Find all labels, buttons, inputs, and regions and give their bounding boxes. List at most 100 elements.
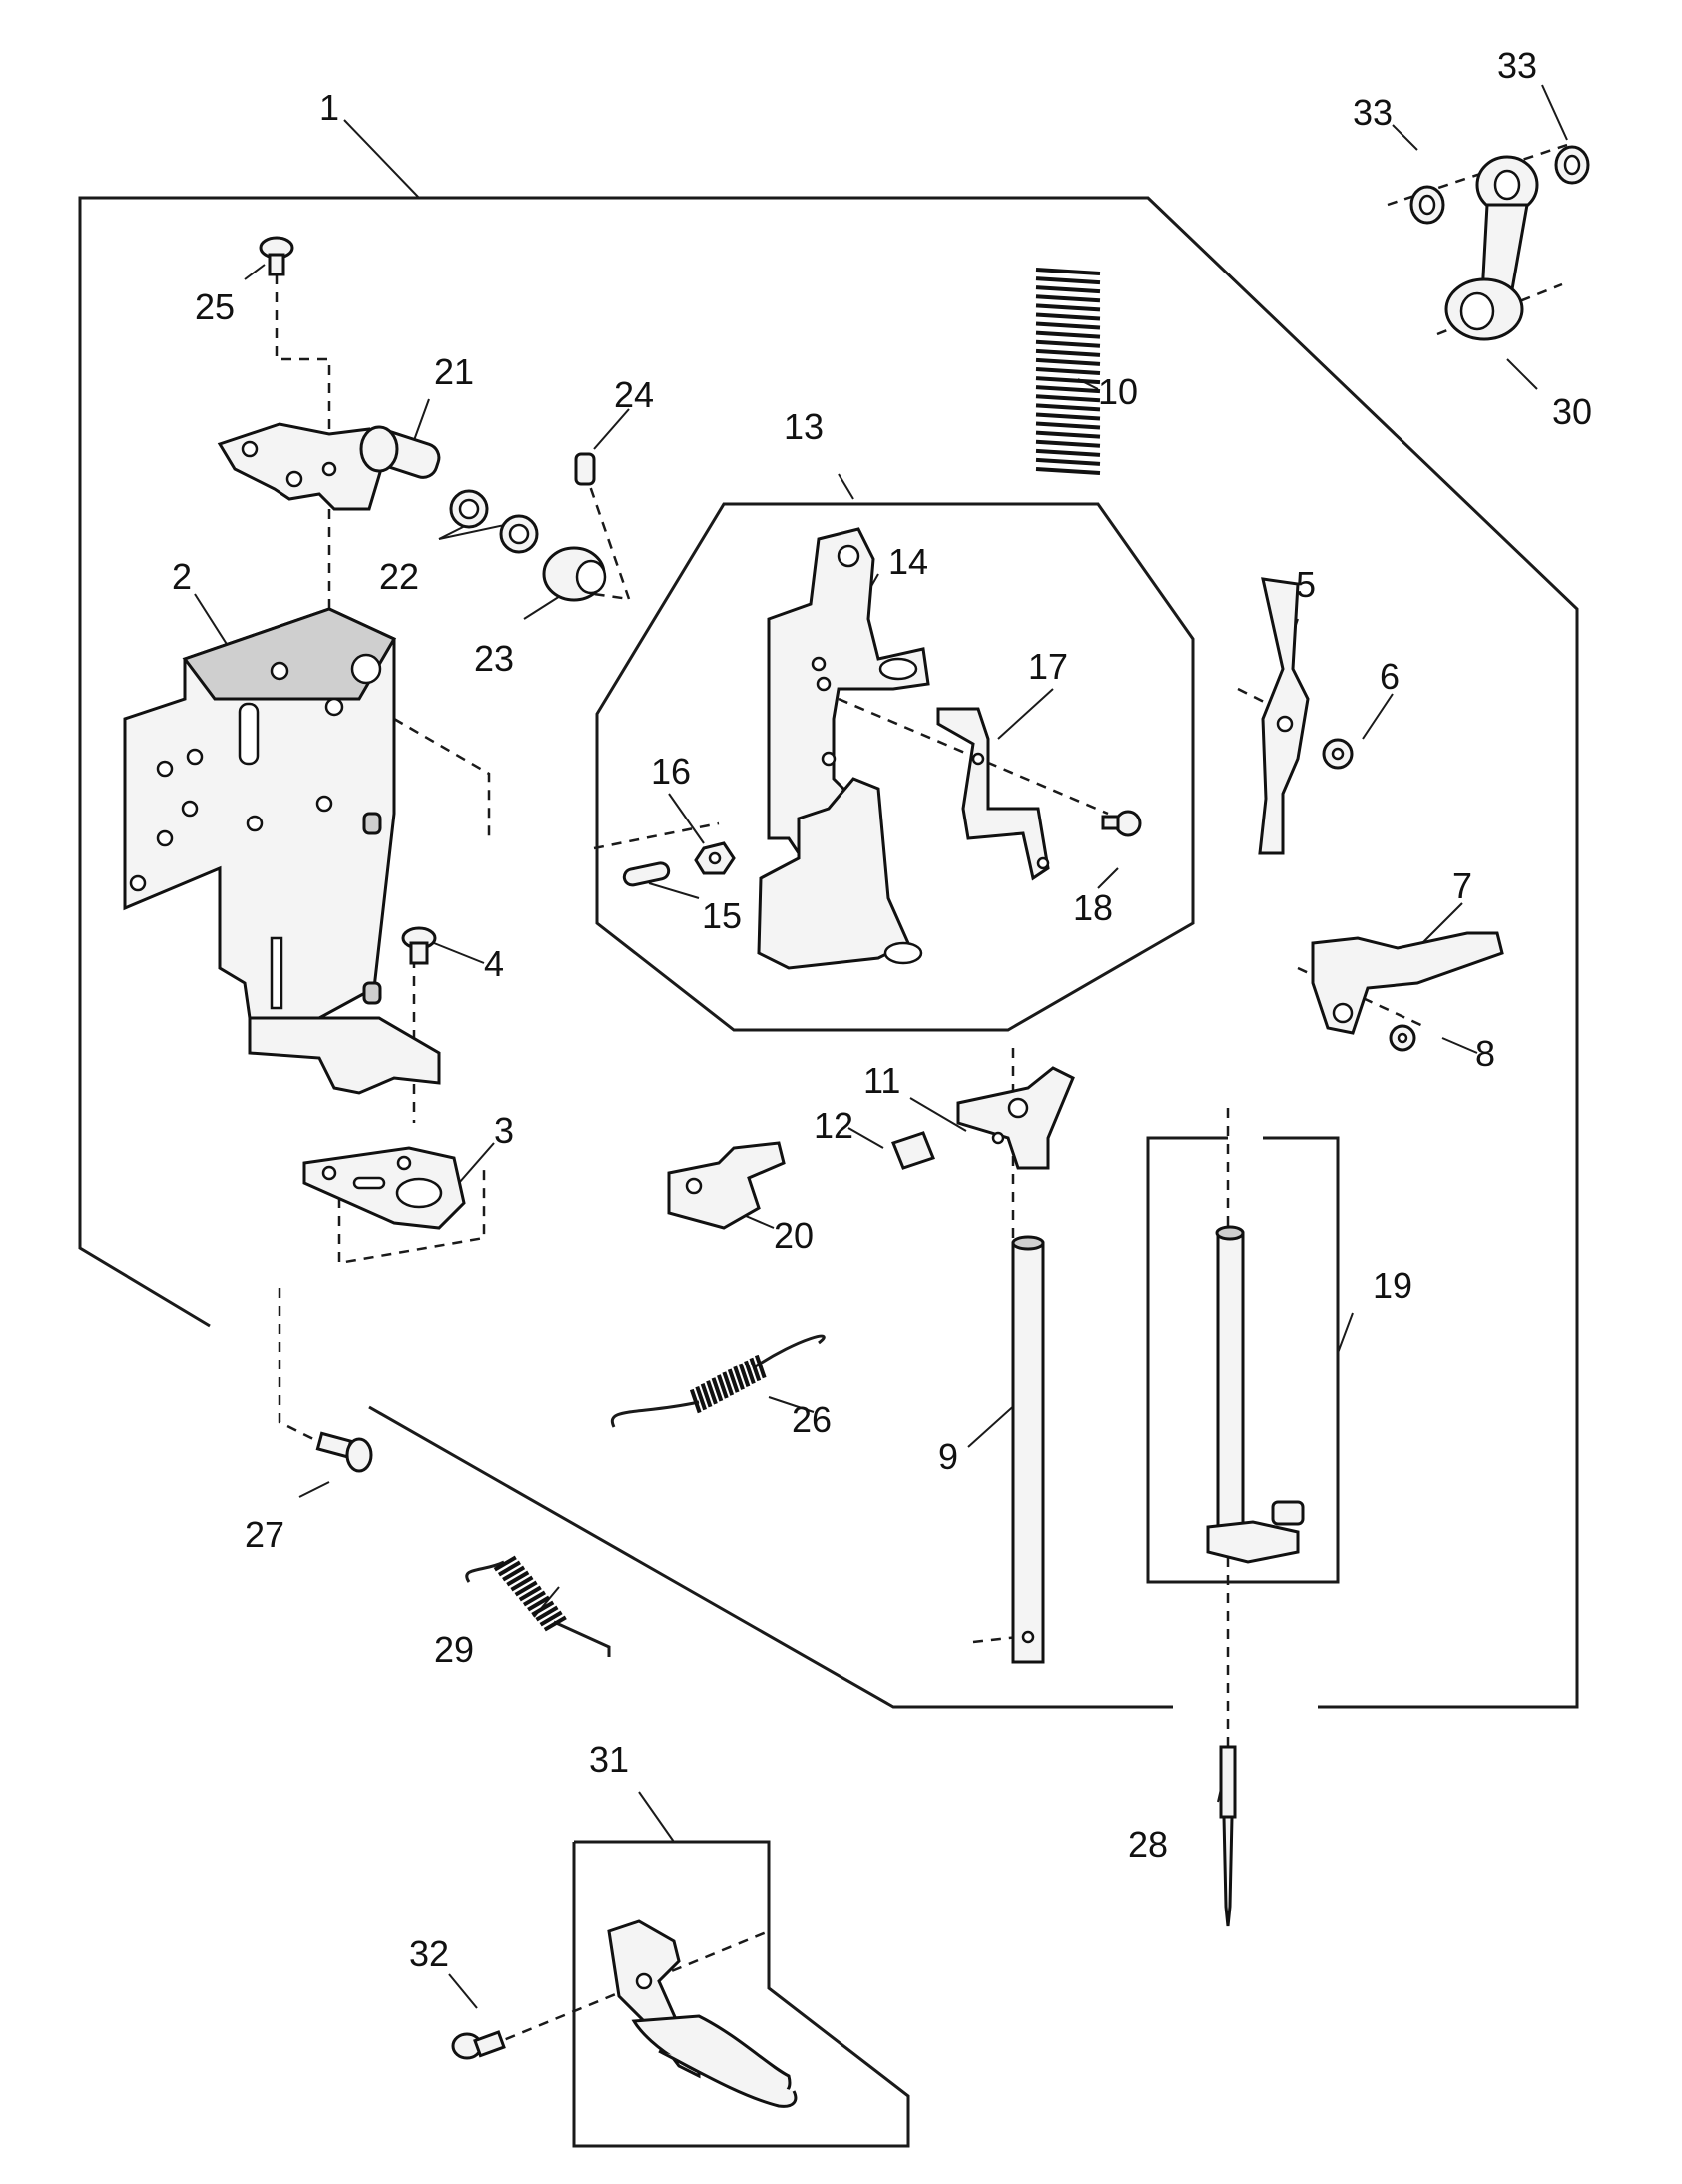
spring-coil [497,1560,521,1577]
label-2: 2 [172,556,192,597]
label-5: 5 [1296,564,1316,605]
part-30-link [1444,155,1539,341]
spring-coil [518,1585,542,1602]
part-17-bracket [936,707,1050,881]
spring-coil [733,1365,745,1390]
assembly-guides [273,143,1568,2048]
spring-coil [522,1590,546,1607]
label-8: 8 [1475,1033,1495,1074]
assembly-outline [78,196,1579,1709]
spring-coil [700,1383,713,1408]
spring-coil [695,1385,707,1411]
part-14-plate [757,527,930,970]
spring-coil [754,1354,767,1379]
part-3-plate [302,1146,466,1230]
part-11-bracket [956,1066,1075,1170]
spring-coil [514,1580,538,1597]
spring-coil [1035,457,1101,466]
spring-coil [1035,376,1101,385]
label-10: 10 [1098,371,1138,412]
spring-coil [727,1368,740,1393]
part-4-screw [401,926,437,965]
spring-coil [531,1600,555,1617]
label-20: 20 [774,1215,814,1256]
spring-coil [1035,312,1101,321]
subassembly-31-box [572,1840,910,2148]
label-12: 12 [814,1105,853,1146]
part-10-spring [1035,268,1101,475]
spring-coil [706,1380,718,1405]
spring-coil [1035,448,1101,457]
spring-coil [1035,467,1101,475]
label-33-left: 33 [1353,92,1393,133]
part-25-screw [259,236,294,276]
part-16-nut [694,841,736,875]
label-14: 14 [888,541,928,582]
spring-coil [749,1357,762,1382]
part-23-collar [542,546,607,602]
part-20-guide [667,1141,786,1230]
label-19: 19 [1373,1265,1412,1306]
part-7-lever [1311,931,1504,1035]
spring-coil [1035,303,1101,312]
label-15: 15 [702,895,742,936]
spring-coil [493,1555,517,1572]
label-25: 25 [195,286,235,327]
spring-coil [535,1605,559,1622]
label-1: 1 [319,87,339,128]
label-17: 17 [1028,646,1068,687]
spring-coil [1035,394,1101,403]
spring-coil [1035,439,1101,448]
part-28-needle [1219,1745,1237,1927]
label-3: 3 [494,1110,514,1151]
label-16: 16 [651,751,691,792]
spring-coil [689,1388,702,1414]
spring-coil [1035,385,1101,394]
label-21: 21 [434,351,474,392]
spring-coil [1035,330,1101,339]
part-19-needle-bar [1206,1225,1305,1564]
label-7: 7 [1452,865,1472,906]
part-6-washer [1322,738,1354,770]
label-31: 31 [589,1739,629,1780]
subassembly-13-outline [595,502,1195,1032]
part-15-pin [622,861,671,887]
spring-coil [738,1363,751,1387]
label-26: 26 [792,1399,832,1440]
spring-coil [543,1615,567,1632]
label-28: 28 [1128,1824,1168,1865]
part-21-bracket [217,422,441,511]
label-33-right: 33 [1497,45,1537,86]
spring-coil [744,1360,756,1385]
spring-coil [506,1570,530,1587]
part-2-bracket [123,607,441,1095]
spring-coil [510,1575,534,1592]
label-24: 24 [614,374,654,415]
part-29-spring [465,1555,611,1657]
part-31-foot [607,1919,798,2108]
part-22-washers [449,489,539,554]
label-30: 30 [1552,391,1592,432]
part-26-spring [610,1334,826,1428]
spring-coil [717,1374,729,1399]
spring-coil [1035,367,1101,375]
spring-coil [711,1377,724,1402]
label-29: 29 [434,1629,474,1670]
part-32-screw [451,2030,506,2060]
part-9-bar [1011,1235,1045,1664]
part-27-screw [315,1431,373,1473]
label-18: 18 [1073,887,1113,928]
spring-coil [1035,403,1101,412]
spring-coil [539,1610,563,1627]
label-13: 13 [784,406,824,447]
label-9: 9 [938,1436,958,1477]
part-5-lever [1258,577,1310,855]
label-23: 23 [474,638,514,679]
spring-coil [1035,357,1101,366]
part-24-screw [574,452,596,486]
spring-coil [1035,430,1101,439]
spring-coil [1035,339,1101,348]
spring-coil [1035,412,1101,421]
spring-coil [1035,285,1101,294]
